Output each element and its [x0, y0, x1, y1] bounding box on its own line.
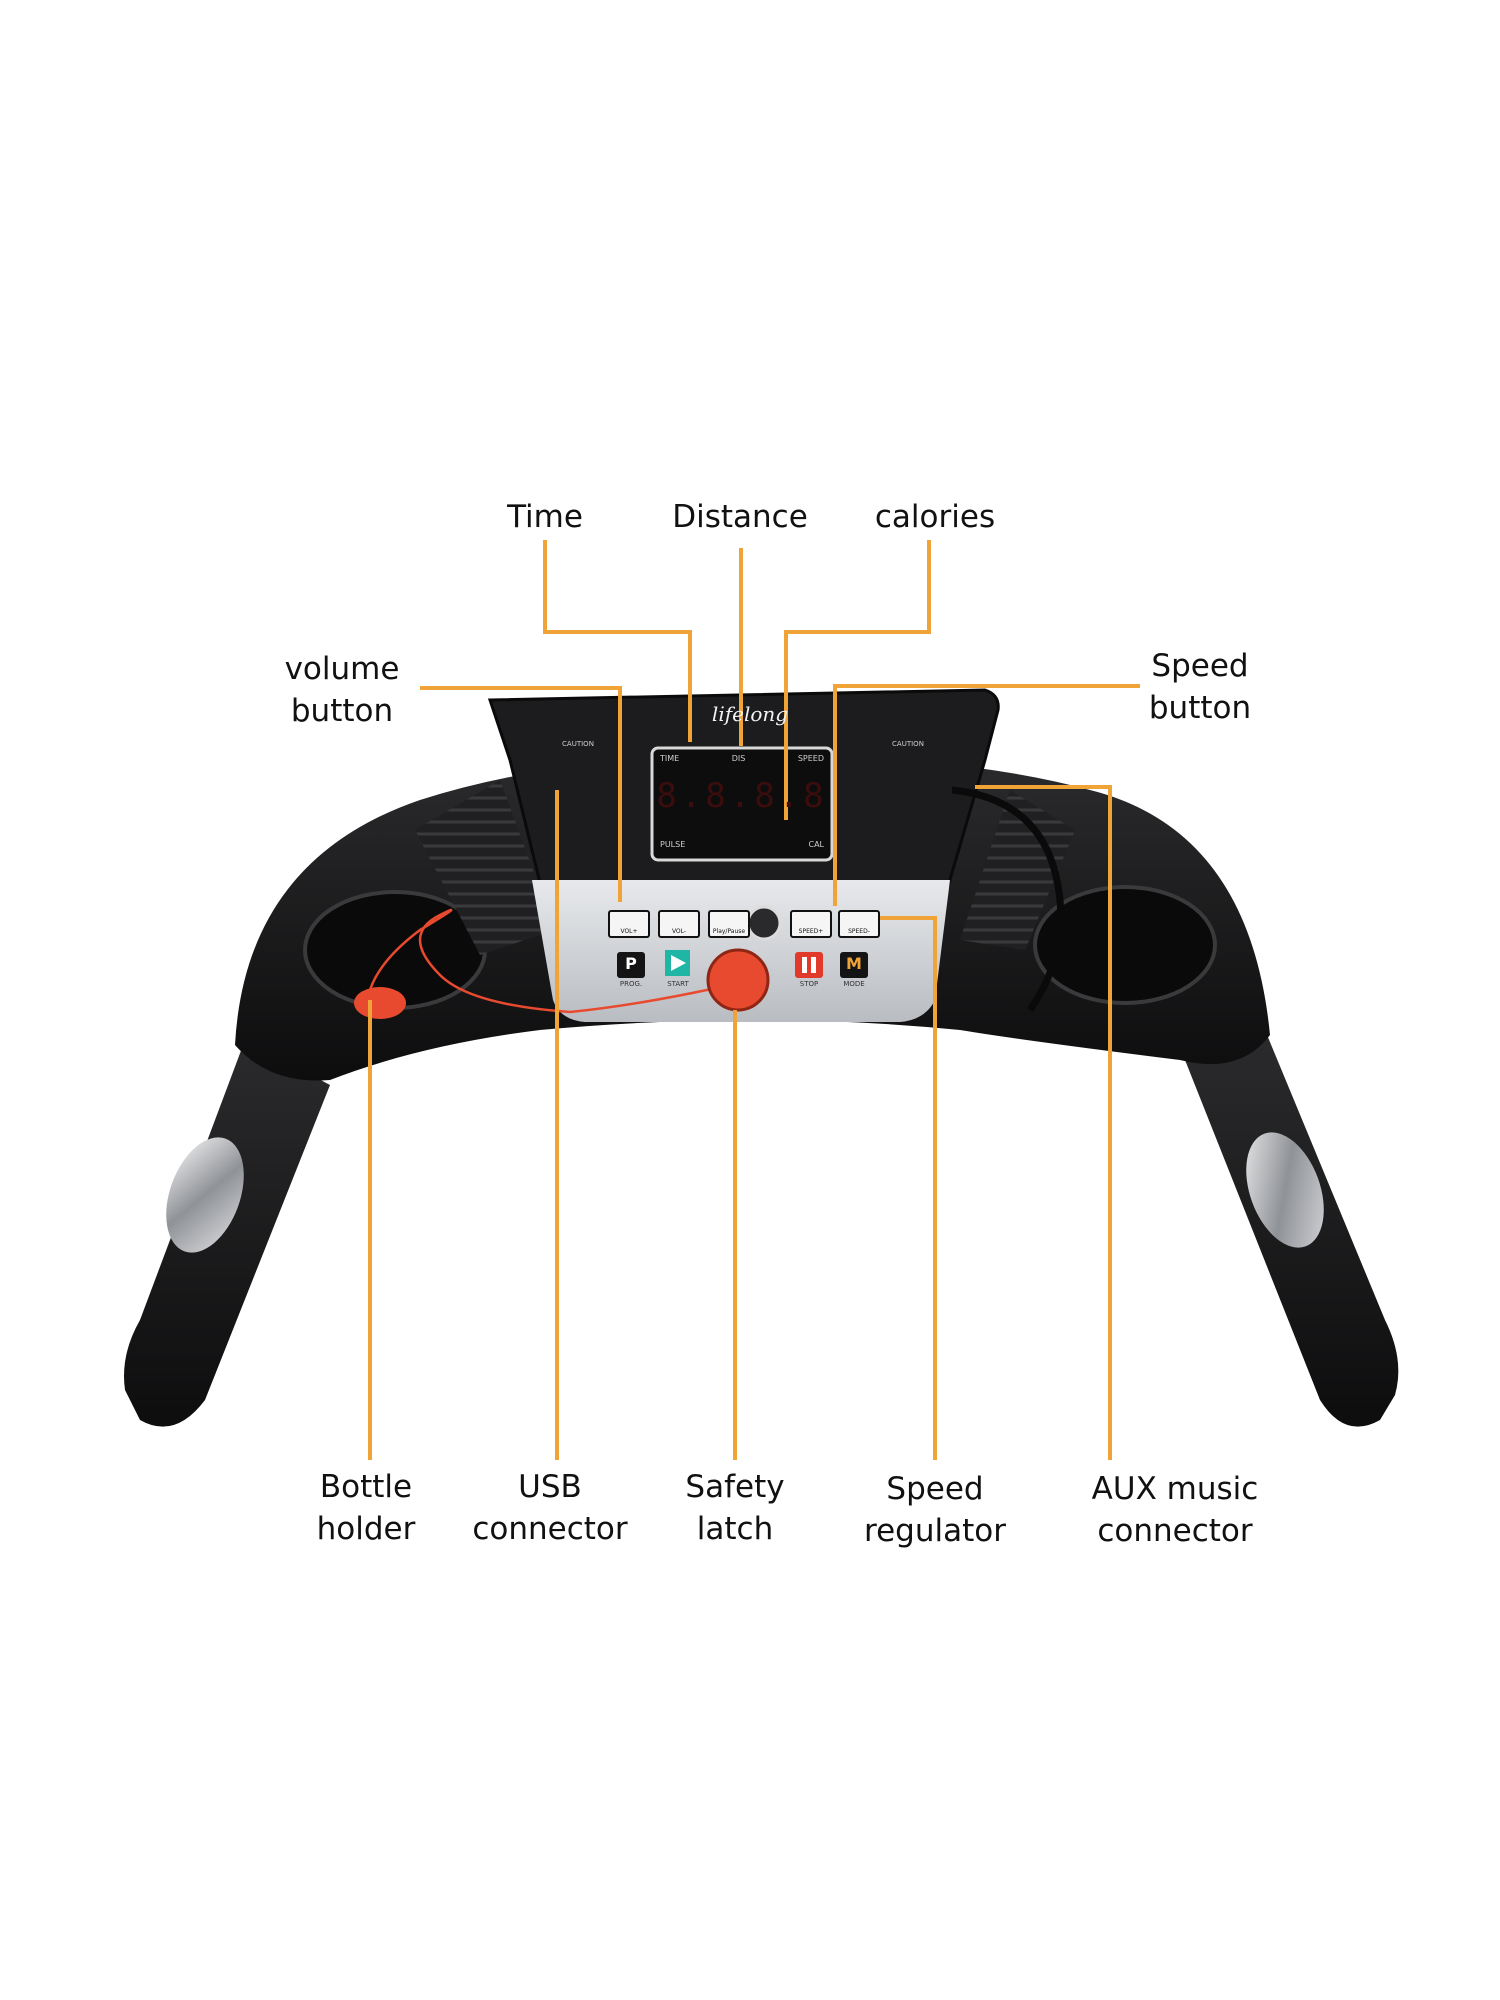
leader-line-calories	[784, 540, 931, 820]
mode-button-label: MODE	[843, 980, 865, 988]
prog-button-icon: P	[625, 954, 637, 973]
callout-bottle-line1: Bottle	[319, 1469, 413, 1505]
leader-line-time	[543, 540, 692, 742]
stop-bar-left-icon	[802, 957, 807, 973]
mode-button[interactable]	[840, 952, 868, 978]
stop-bar-right-icon	[811, 957, 816, 973]
callout-bottle-line2: holder	[316, 1511, 416, 1547]
display-label-time: TIME	[660, 754, 680, 763]
incline-dial-icon	[746, 905, 782, 941]
display-digits: 8.8.8.8	[656, 776, 828, 816]
stop-button[interactable]	[795, 952, 823, 978]
display-label-distance: DIS	[731, 754, 746, 763]
callout-speed-regulator-line2: regulator	[864, 1513, 1006, 1549]
callout-usb-line2: connector	[472, 1511, 628, 1547]
callout-aux-line2: connector	[1097, 1513, 1253, 1549]
right-pulse-sensor-icon	[1246, 1132, 1324, 1248]
aux-cable	[951, 786, 1065, 1013]
callout-safety-latch: Safety latch	[615, 1466, 855, 1550]
left-speaker-grille	[415, 780, 555, 955]
vol-down-button[interactable]: VOL-	[658, 910, 700, 938]
caution-right: CAUTION	[892, 740, 924, 748]
speed-button-row: SPEED+ SPEED-	[790, 910, 880, 938]
mode-button-icon: M	[846, 954, 862, 973]
brand-logo: lifelong	[711, 702, 789, 726]
safety-clip	[354, 987, 406, 1019]
callout-calories-text: calories	[874, 499, 996, 535]
prog-button[interactable]	[617, 952, 645, 978]
left-handlebar	[124, 1040, 330, 1427]
callout-speed-regulator: Speed regulator	[815, 1468, 1055, 1552]
display-label-pulse: PULSE	[660, 840, 686, 849]
callout-safety-line2: latch	[696, 1511, 774, 1547]
caution-left: CAUTION	[562, 740, 594, 748]
callout-aux-connector: AUX music connector	[1055, 1468, 1295, 1552]
callout-distance-text: Distance	[672, 499, 808, 535]
callout-speed-button: Speed button	[1080, 645, 1320, 729]
display-label-speed: SPEED	[797, 754, 824, 763]
start-button-label: START	[667, 980, 689, 988]
display-top-labels: TIME DIS SPEED	[660, 754, 824, 763]
media-button-row: VOL+ VOL- Play/Pause	[608, 910, 750, 938]
safety-cord	[368, 908, 731, 1014]
leader-line-aux	[975, 785, 1112, 1460]
safety-key[interactable]	[706, 948, 770, 1012]
callout-speed-regulator-line1: Speed	[886, 1471, 984, 1507]
callout-distance: Distance	[620, 496, 860, 538]
callout-volume-button: volume button	[222, 648, 462, 732]
left-pulse-sensor-icon	[166, 1137, 244, 1253]
vol-up-button[interactable]: VOL+	[608, 910, 650, 938]
speed-up-button[interactable]: SPEED+	[790, 910, 832, 938]
leader-line-volume	[420, 686, 622, 902]
callout-time: Time	[425, 496, 665, 538]
callout-usb-connector: USB connector	[430, 1466, 670, 1550]
play-triangle-icon	[671, 955, 686, 971]
callout-volume-line2: button	[290, 693, 394, 729]
callout-safety-line1: Safety	[685, 1469, 785, 1505]
stop-button-label: STOP	[799, 980, 819, 988]
callout-calories: calories	[815, 496, 1055, 538]
callout-usb-line1: USB	[518, 1469, 582, 1505]
play-pause-button[interactable]: Play/Pause	[708, 910, 750, 938]
callout-volume-line1: volume	[284, 651, 400, 687]
callout-aux-line1: AUX music	[1091, 1471, 1259, 1507]
prog-button-label: PROG.	[619, 980, 643, 988]
right-bottle-holder	[1033, 885, 1217, 1005]
callout-time-text: Time	[507, 499, 583, 535]
callout-bottle-holder: Bottle holder	[246, 1466, 486, 1550]
display-label-calories: CAL	[808, 840, 824, 849]
right-speaker-grille	[960, 790, 1075, 950]
speed-down-button[interactable]: SPEED-	[838, 910, 880, 938]
leader-line-speed-button	[833, 684, 1140, 906]
display-bottom-labels: PULSE CAL	[660, 840, 824, 849]
callout-speed-button-line1: Speed	[1151, 648, 1249, 684]
callout-speed-button-line2: button	[1148, 690, 1252, 726]
